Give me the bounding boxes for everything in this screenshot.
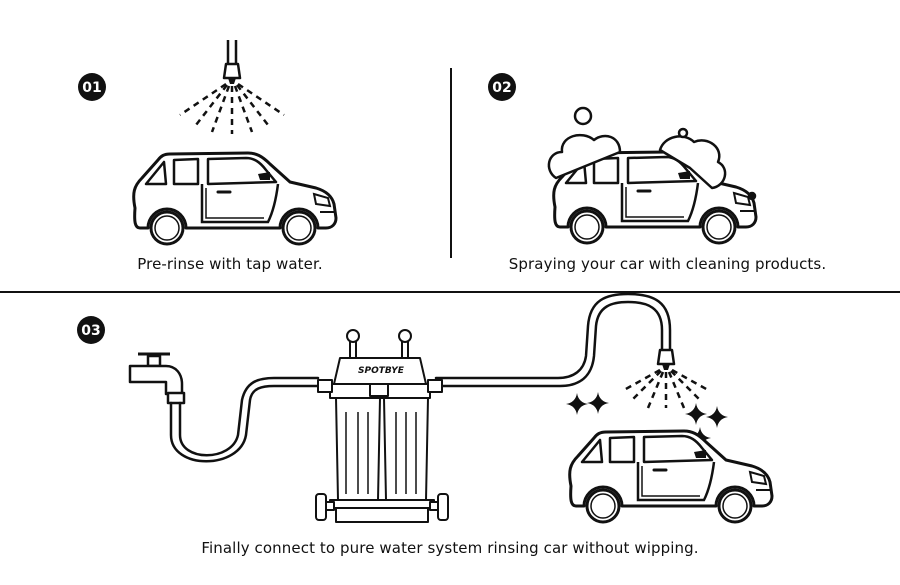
- pure-water-nozzle: [656, 348, 676, 372]
- step-badge-01: 01: [78, 73, 106, 101]
- step-badge-03: 03: [77, 316, 105, 344]
- svg-text:02: 02: [492, 80, 511, 96]
- pure-water-spray: [623, 368, 709, 409]
- water-filter-system: [315, 329, 449, 523]
- step-2-caption: Spraying your car with cleaning products…: [508, 255, 827, 273]
- tap-water-spray: [179, 82, 285, 134]
- step-1-caption: Pre-rinse with tap water.: [137, 255, 323, 273]
- car-step3: [568, 429, 774, 524]
- foam-cloud: [547, 106, 757, 201]
- water-hose: [169, 292, 672, 463]
- step-badge-02: 02: [488, 73, 516, 101]
- step-3-caption: Finally connect to pure water system rin…: [201, 539, 699, 557]
- water-tap-icon: [128, 352, 186, 405]
- car-step1: [132, 151, 338, 246]
- tap-water-nozzle: [222, 40, 242, 86]
- svg-text:03: 03: [81, 323, 100, 339]
- svg-text:01: 01: [82, 80, 101, 96]
- filter-brand-label: SPOTBYE: [358, 366, 405, 376]
